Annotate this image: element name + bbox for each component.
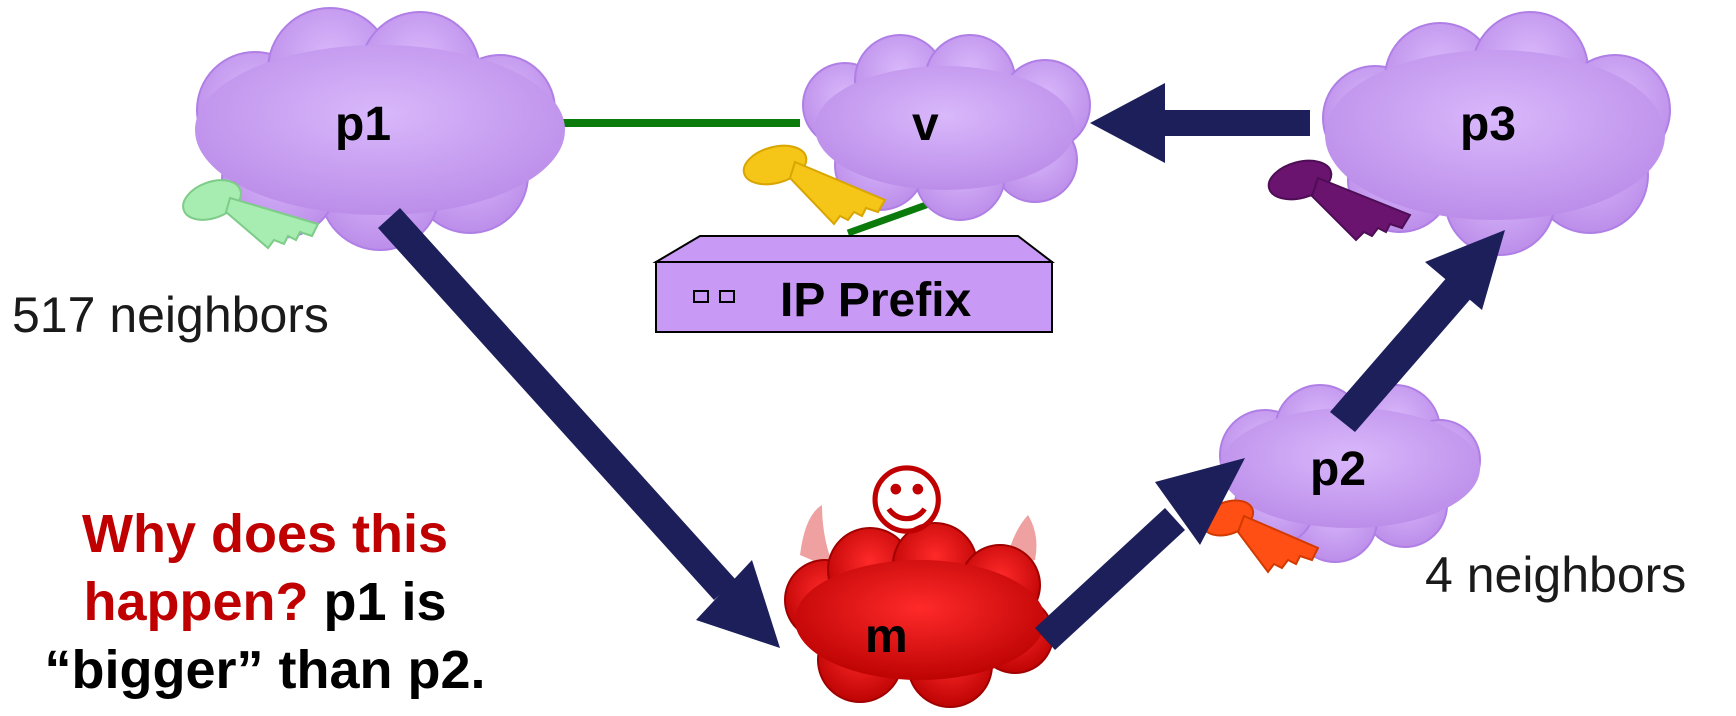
- question-line-3: “bigger” than p2.: [44, 640, 486, 700]
- arrow-p2-to-p3: [1330, 230, 1505, 432]
- node-label-p1: p1: [335, 98, 391, 151]
- question-line-2-red: happen?: [83, 572, 309, 632]
- v-cloud: [802, 34, 1091, 221]
- v-key-icon: [742, 144, 887, 226]
- ip-prefix-label: IP Prefix: [780, 274, 972, 327]
- v-prefix-link: [846, 196, 942, 237]
- smiley-icon: ☺: [866, 457, 947, 547]
- p2-cloud: [1219, 384, 1481, 563]
- question-text: Why does this happen? p1 is “bigger” tha…: [30, 500, 500, 704]
- node-label-v: v: [912, 98, 939, 151]
- p3-cloud: [1322, 11, 1671, 256]
- question-line-1: Why does this: [81, 504, 449, 564]
- p1-key-icon: [182, 179, 320, 250]
- p2-key-icon: [1201, 499, 1320, 574]
- node-label-p3: p3: [1460, 98, 1516, 151]
- ip-prefix-box: IP Prefix: [652, 235, 1055, 333]
- router-port-1: [693, 290, 709, 303]
- p2-neighbors-label: 4 neighbors: [1425, 547, 1686, 603]
- p3-key-icon: [1267, 159, 1412, 242]
- arrow-m-to-p2: [1035, 458, 1245, 650]
- node-label-m: m: [865, 610, 908, 663]
- arrow-p1-to-m: [378, 208, 780, 648]
- node-label-p2: p2: [1310, 443, 1366, 496]
- arrow-p3-to-v: [1090, 83, 1310, 163]
- m-cloud: [784, 522, 1054, 708]
- router-port-2: [719, 290, 735, 303]
- question-line-2-black: p1 is: [308, 572, 447, 632]
- p1-neighbors-label: 517 neighbors: [12, 287, 329, 343]
